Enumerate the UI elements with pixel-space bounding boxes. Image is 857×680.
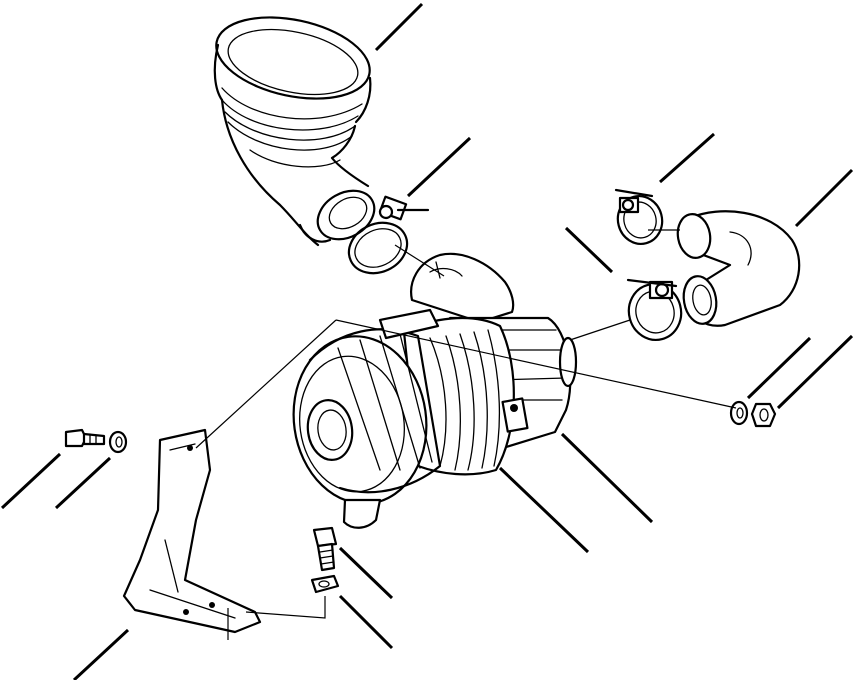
support-bracket <box>122 428 262 634</box>
air-cleaner-housing <box>292 252 578 529</box>
washer-left <box>108 430 128 454</box>
hose-clamp-outlet-lower <box>626 278 683 341</box>
capscrew-left <box>64 428 106 448</box>
elbow-inlet-hose <box>213 16 376 247</box>
nut-right <box>750 402 777 428</box>
washer-right <box>729 400 749 426</box>
assembly-lines <box>195 229 737 640</box>
outlet-elbow-hose <box>676 210 801 327</box>
hose-clamp-inlet <box>347 195 430 275</box>
nut-lower <box>310 574 340 594</box>
hose-clamp-outlet-upper <box>614 188 664 245</box>
capscrew-lower <box>312 526 338 572</box>
